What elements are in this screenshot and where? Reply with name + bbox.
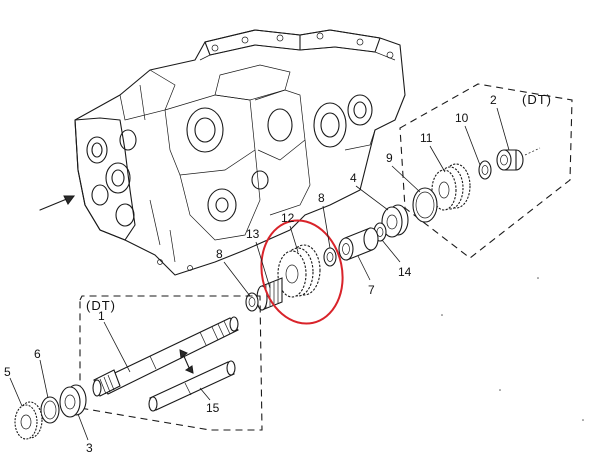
- leader-lines: [9, 107, 510, 441]
- callout-1: 1: [98, 309, 105, 323]
- callout-3: 3: [86, 441, 93, 455]
- lower-dt-label: (DT): [86, 298, 116, 313]
- lower-dt-kit: (DT): [79, 295, 263, 431]
- callout-10: 10: [455, 111, 469, 125]
- part-4-bearing: [381, 204, 409, 238]
- callouts: 2 10 11 9 4 8 14 7 12 13 8 1 15 6 5 3: [4, 93, 497, 455]
- part-2-bushing: [496, 149, 524, 171]
- callout-9: 9: [386, 151, 393, 165]
- callout-11: 11: [420, 131, 433, 145]
- upper-dt-kit: (DT): [399, 83, 573, 259]
- part-3-bearing: [59, 384, 87, 418]
- callout-14: 14: [398, 265, 412, 279]
- callout-8-lower: 8: [216, 247, 223, 261]
- part-6-ring: [40, 396, 60, 424]
- part-15-shaft: [148, 360, 236, 412]
- part-12-gear: [277, 244, 321, 298]
- part-11-gear: [431, 163, 471, 211]
- callout-13: 13: [246, 227, 260, 241]
- upper-dt-label: (DT): [522, 92, 552, 107]
- insertion-arrow: [39, 195, 75, 211]
- scan-specks: [441, 277, 584, 421]
- highlight-ring: [260, 219, 344, 325]
- part-13-needle-bearing: [256, 277, 283, 311]
- callout-8-upper: 8: [318, 191, 325, 205]
- part-9-ring: [412, 187, 438, 223]
- part-7-sleeve: [338, 227, 379, 261]
- callout-6: 6: [34, 347, 41, 361]
- callout-15: 15: [206, 401, 220, 415]
- callout-5: 5: [4, 365, 11, 379]
- swap-arrow: [179, 349, 194, 374]
- transmission-housing: [74, 29, 406, 276]
- part-8-washer-upper: [323, 247, 337, 267]
- callout-7: 7: [368, 283, 375, 297]
- callout-2: 2: [490, 93, 497, 107]
- part-10-washer: [478, 160, 492, 180]
- callout-4: 4: [350, 171, 357, 185]
- part-5-gear: [14, 401, 43, 440]
- part-8-washer-lower: [245, 292, 259, 312]
- callout-12: 12: [281, 211, 295, 225]
- part-1-shaft: [92, 316, 239, 397]
